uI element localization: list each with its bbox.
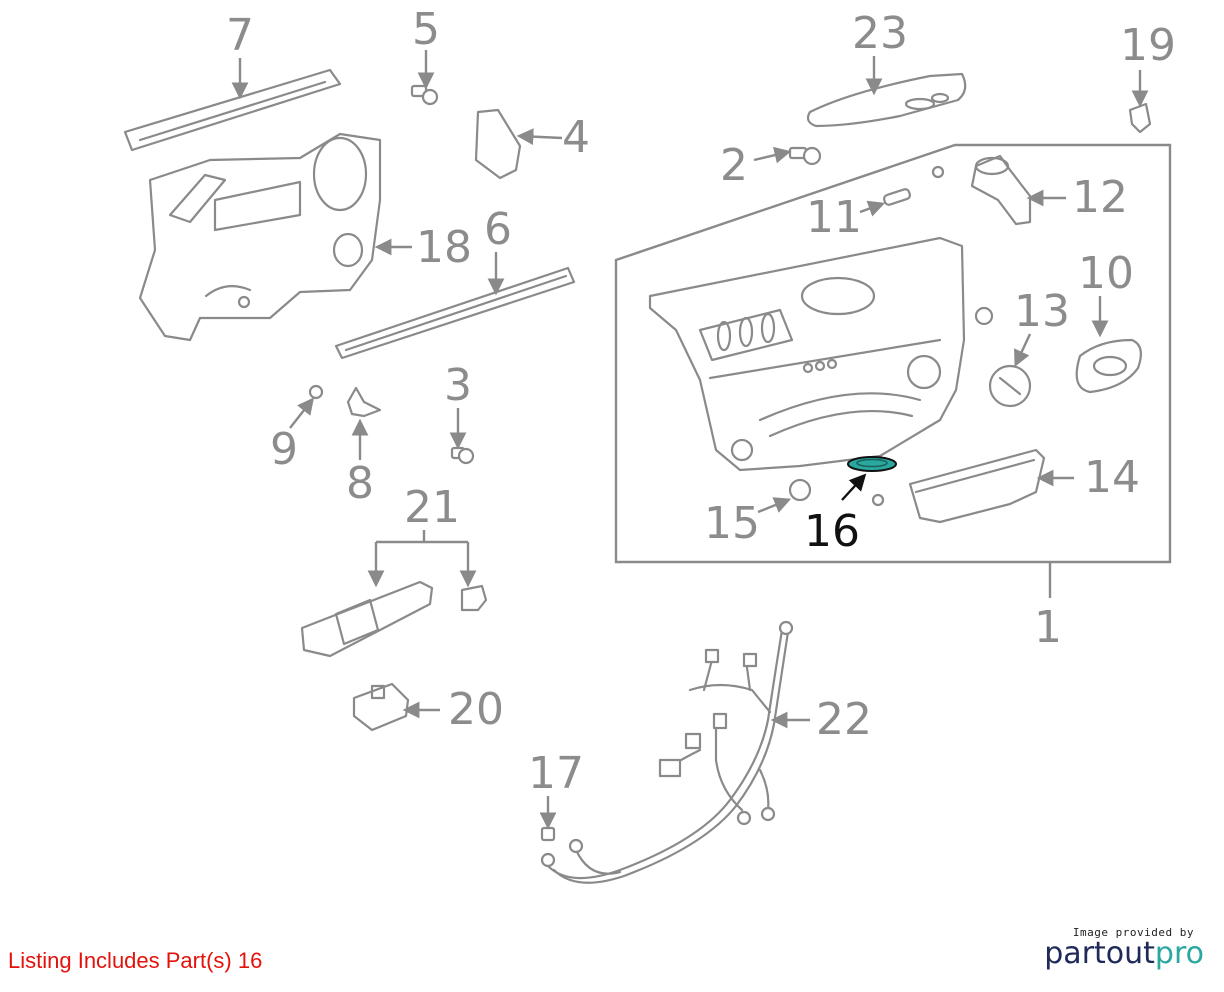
- callout-2: 2: [720, 140, 748, 191]
- part-2-screw: [788, 146, 822, 166]
- part-22-wiring-harness: [540, 620, 794, 884]
- part-19-clip: [1128, 102, 1152, 134]
- callout-20: 20: [448, 684, 504, 735]
- callout-16: 16: [804, 506, 860, 557]
- part-23-grab-handle: [806, 72, 967, 128]
- leader-2: [753, 146, 792, 164]
- part-8-retainer: [346, 386, 382, 418]
- part-3-fastener: [450, 446, 475, 465]
- callout-6: 6: [484, 204, 512, 255]
- part-13-cap: [988, 364, 1032, 408]
- part-screw-small: [931, 165, 945, 179]
- callout-17: 17: [528, 748, 584, 799]
- leader-13: [1014, 333, 1032, 368]
- callout-4: 4: [562, 112, 590, 163]
- callout-10: 10: [1078, 248, 1134, 299]
- brand-logo-part1: partout: [1044, 936, 1155, 971]
- part-21-switch-bezel: [300, 580, 488, 658]
- part-12-handle-bezel: [970, 154, 1032, 226]
- part-clip-panel: [974, 306, 994, 326]
- callout-19: 19: [1120, 20, 1176, 71]
- part-16-highlighted-cap: [847, 456, 897, 472]
- part-clip-small: [871, 493, 885, 507]
- leader-16: [841, 473, 867, 501]
- callout-14: 14: [1084, 452, 1140, 503]
- part-17-connector: [540, 826, 556, 842]
- part-10-inside-handle: [1075, 338, 1143, 394]
- callout-7: 7: [226, 10, 254, 61]
- part-7-trim-strip: [123, 68, 342, 152]
- part-9-clip: [308, 384, 324, 400]
- part-18-inner-panel: [138, 132, 382, 342]
- part-4-bracket: [474, 108, 522, 180]
- callout-3: 3: [444, 360, 472, 411]
- callout-18: 18: [416, 222, 472, 273]
- callout-11: 11: [806, 192, 862, 243]
- callout-5: 5: [412, 4, 440, 55]
- listing-includes-text: Listing Includes Part(s) 16: [8, 948, 263, 973]
- image-credit-caption: Image provided by: [1072, 926, 1194, 939]
- part-20-switch: [352, 682, 410, 732]
- callout-12: 12: [1072, 172, 1128, 223]
- part-6-trim-strip: [334, 266, 576, 360]
- part-15-bumper: [788, 478, 812, 502]
- assembly-frame: [614, 143, 1172, 564]
- part-5-screw: [410, 84, 439, 106]
- callout-1: 1: [1034, 602, 1062, 653]
- callout-22: 22: [816, 694, 872, 745]
- callout-9: 9: [270, 424, 298, 475]
- leader-15: [757, 497, 792, 514]
- leader-11: [859, 200, 886, 217]
- callout-13: 13: [1014, 286, 1070, 337]
- callout-23: 23: [852, 8, 908, 59]
- brand-logo: partoutpro: [1044, 936, 1204, 971]
- callout-21: 21: [404, 482, 460, 533]
- leader-9: [289, 397, 315, 429]
- part-11-pad: [883, 188, 911, 206]
- callout-8: 8: [346, 458, 374, 509]
- part-14-armrest: [908, 448, 1046, 524]
- callout-15: 15: [704, 498, 760, 549]
- brand-logo-part2: pro: [1154, 936, 1204, 971]
- part-1-door-trim-panel: [648, 236, 966, 472]
- leader-4: [516, 128, 563, 146]
